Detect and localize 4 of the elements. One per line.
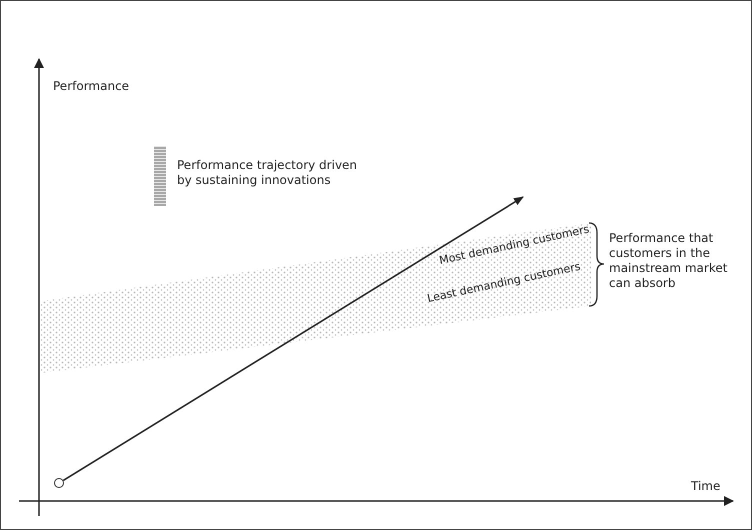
annotation-text: Performance that customers in the mainstream market can absorb bbox=[609, 231, 728, 291]
axis-label: Time bbox=[691, 479, 722, 494]
axis-label: Performance bbox=[53, 79, 130, 94]
legend-text: Performance trajectory driven by sustaining innovations bbox=[177, 158, 358, 188]
